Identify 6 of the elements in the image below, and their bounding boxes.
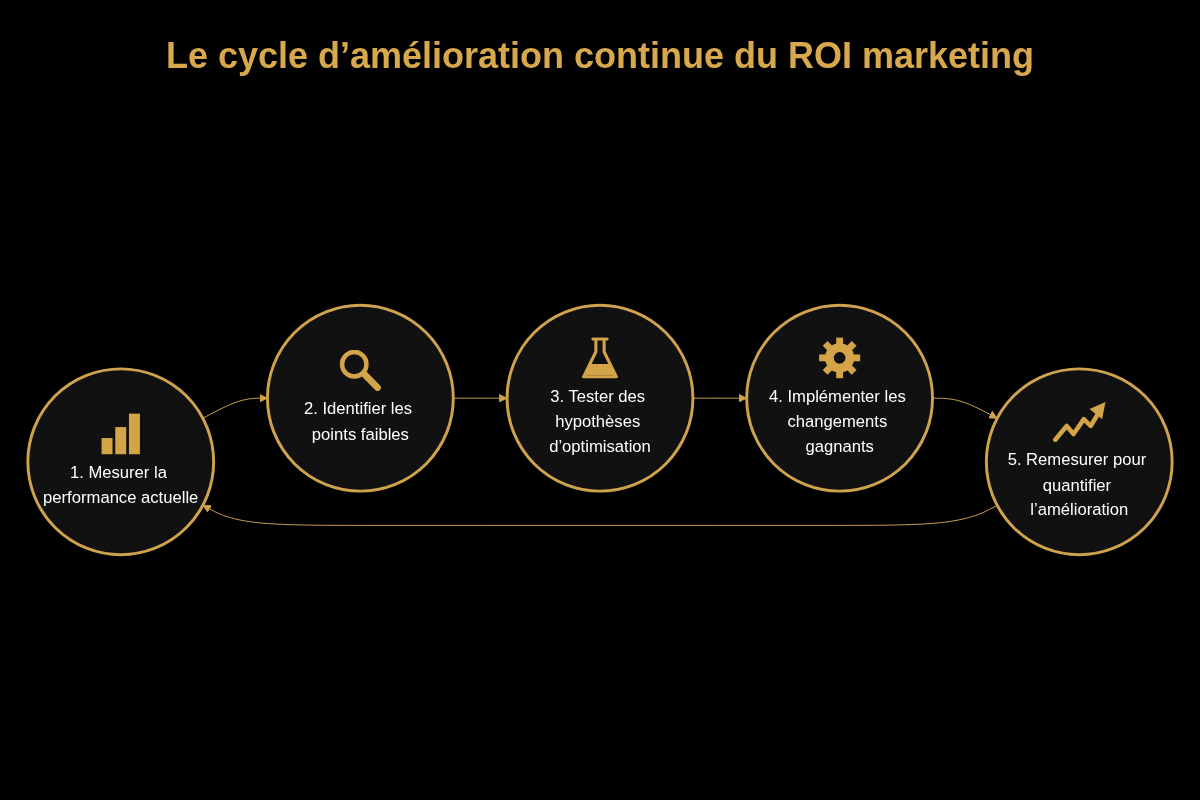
node-circle: 4. Implémenter les changements gagnants [745,303,934,493]
node-circle: 1. Mesurer la performance actuelle [26,367,216,557]
node-circle: 3. Tester des hypothèses d’optimisation [505,303,695,493]
node-circle: 5. Remesurer pour quantifier l’amélioration [984,367,1174,557]
node-circle: 2. Identifier les points faibles [266,303,455,493]
title: Le cycle d’amélioration continue du ROI marketing [164,34,1036,78]
